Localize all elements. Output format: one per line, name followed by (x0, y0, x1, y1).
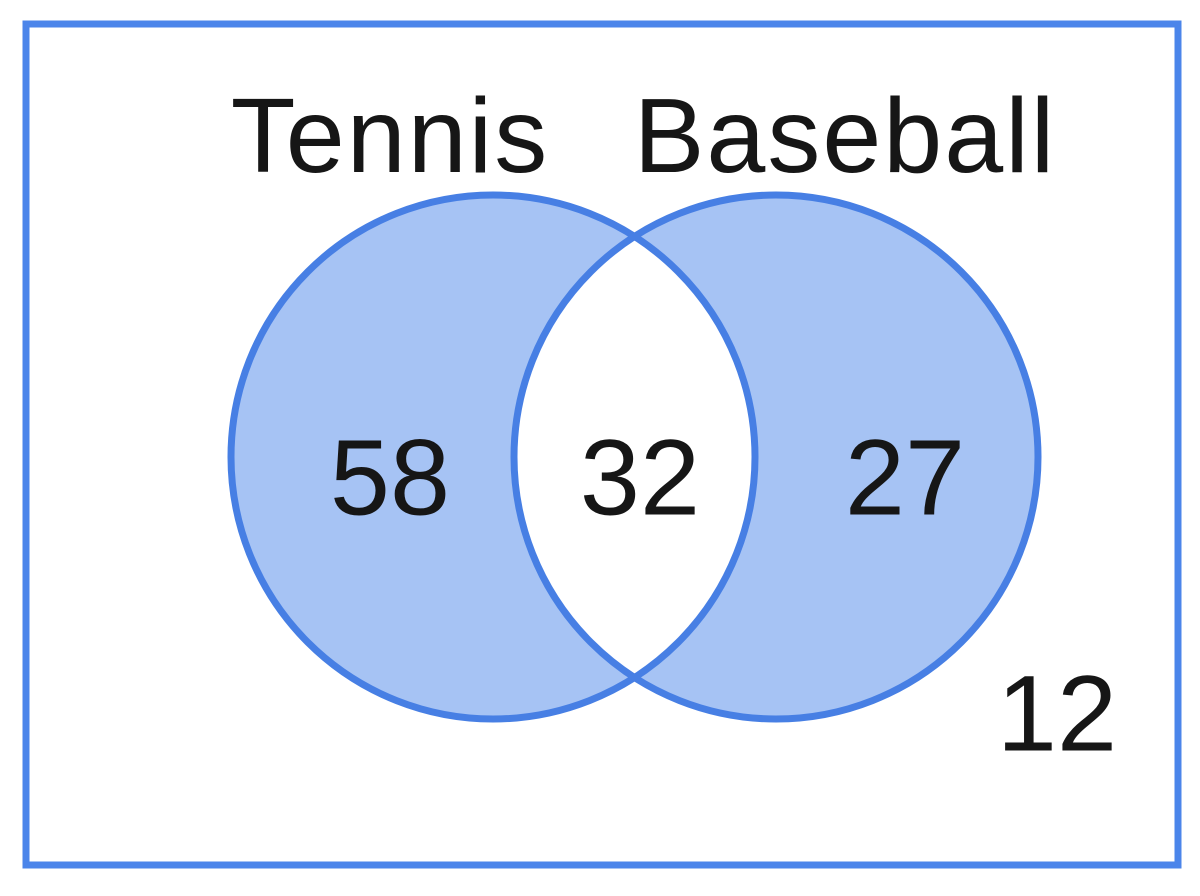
outside-count: 12 (997, 653, 1117, 774)
tennis-circle (227, 191, 759, 723)
diagram-border (22, 20, 1182, 869)
tennis-only-count: 58 (330, 417, 450, 538)
baseball-label: Baseball (634, 77, 1057, 195)
tennis-label: Tennis (231, 77, 549, 195)
baseball-circle (510, 191, 1042, 723)
venn-circles-fill (230, 194, 1038, 720)
intersection-count: 32 (580, 417, 700, 538)
baseball-only-count: 27 (845, 417, 965, 538)
